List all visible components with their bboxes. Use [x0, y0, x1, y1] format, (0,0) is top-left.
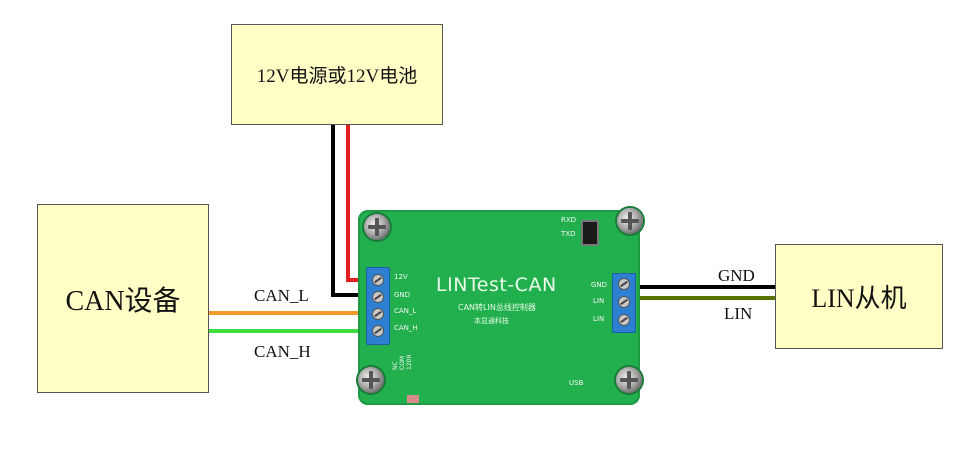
terminal-screw-icon — [618, 278, 630, 290]
can-device-label: CAN设备 — [65, 285, 181, 317]
dip-label-120r: 120R — [406, 354, 413, 370]
right-terminal-block — [612, 273, 636, 333]
dip-labels: NC COM 120R — [392, 354, 413, 370]
dip-label-nc: NC — [392, 361, 399, 370]
pin-label-can-h: CAN_H — [394, 324, 418, 332]
lin-slave-label: LIN从机 — [811, 284, 907, 313]
power-supply-label: 12V电源或12V电池 — [256, 66, 418, 87]
terminal-screw-icon — [618, 296, 630, 308]
can-device-box: CAN设备 — [37, 204, 209, 393]
screw-icon — [616, 367, 642, 393]
pin-label-lin-2: LIN — [593, 315, 605, 323]
terminal-screw-icon — [618, 314, 630, 326]
terminal-screw-icon — [372, 308, 384, 320]
lin-label: LIN — [724, 304, 753, 323]
pin-label-lin-1: LIN — [593, 297, 605, 305]
led-indicator-icon — [581, 220, 599, 246]
pin-label-12v: 12V — [394, 273, 408, 281]
led-label-rxd: RXD — [561, 216, 577, 224]
screw-icon — [364, 214, 390, 240]
pin-label-gnd: GND — [394, 291, 411, 299]
led-label-txd: TXD — [561, 230, 576, 238]
power-supply-box: 12V电源或12V电池 — [231, 24, 443, 125]
can-h-label: CAN_H — [254, 342, 311, 361]
board-subtitle: CAN转LIN总线控制器 — [458, 303, 536, 312]
can-l-label: CAN_L — [254, 286, 309, 305]
gnd-label: GND — [718, 266, 755, 285]
screw-icon — [617, 208, 643, 234]
board-brand: 本显通科技 — [474, 317, 509, 325]
left-terminal-block — [366, 267, 390, 345]
lintest-can-board: 12V GND CAN_L CAN_H GND LIN LIN LINTest-… — [358, 208, 643, 405]
screw-icon — [358, 367, 384, 393]
dip-label-com: COM — [399, 355, 406, 370]
terminal-screw-icon — [372, 274, 384, 286]
terminal-screw-icon — [372, 325, 384, 337]
pin-label-gnd-right: GND — [591, 281, 608, 289]
pin-label-can-l: CAN_L — [394, 307, 417, 315]
terminal-screw-icon — [372, 291, 384, 303]
dip-switch-icon — [407, 395, 419, 403]
board-title: LINTest-CAN — [436, 274, 557, 296]
lin-slave-box: LIN从机 — [775, 244, 943, 349]
usb-label: USB — [569, 379, 584, 387]
